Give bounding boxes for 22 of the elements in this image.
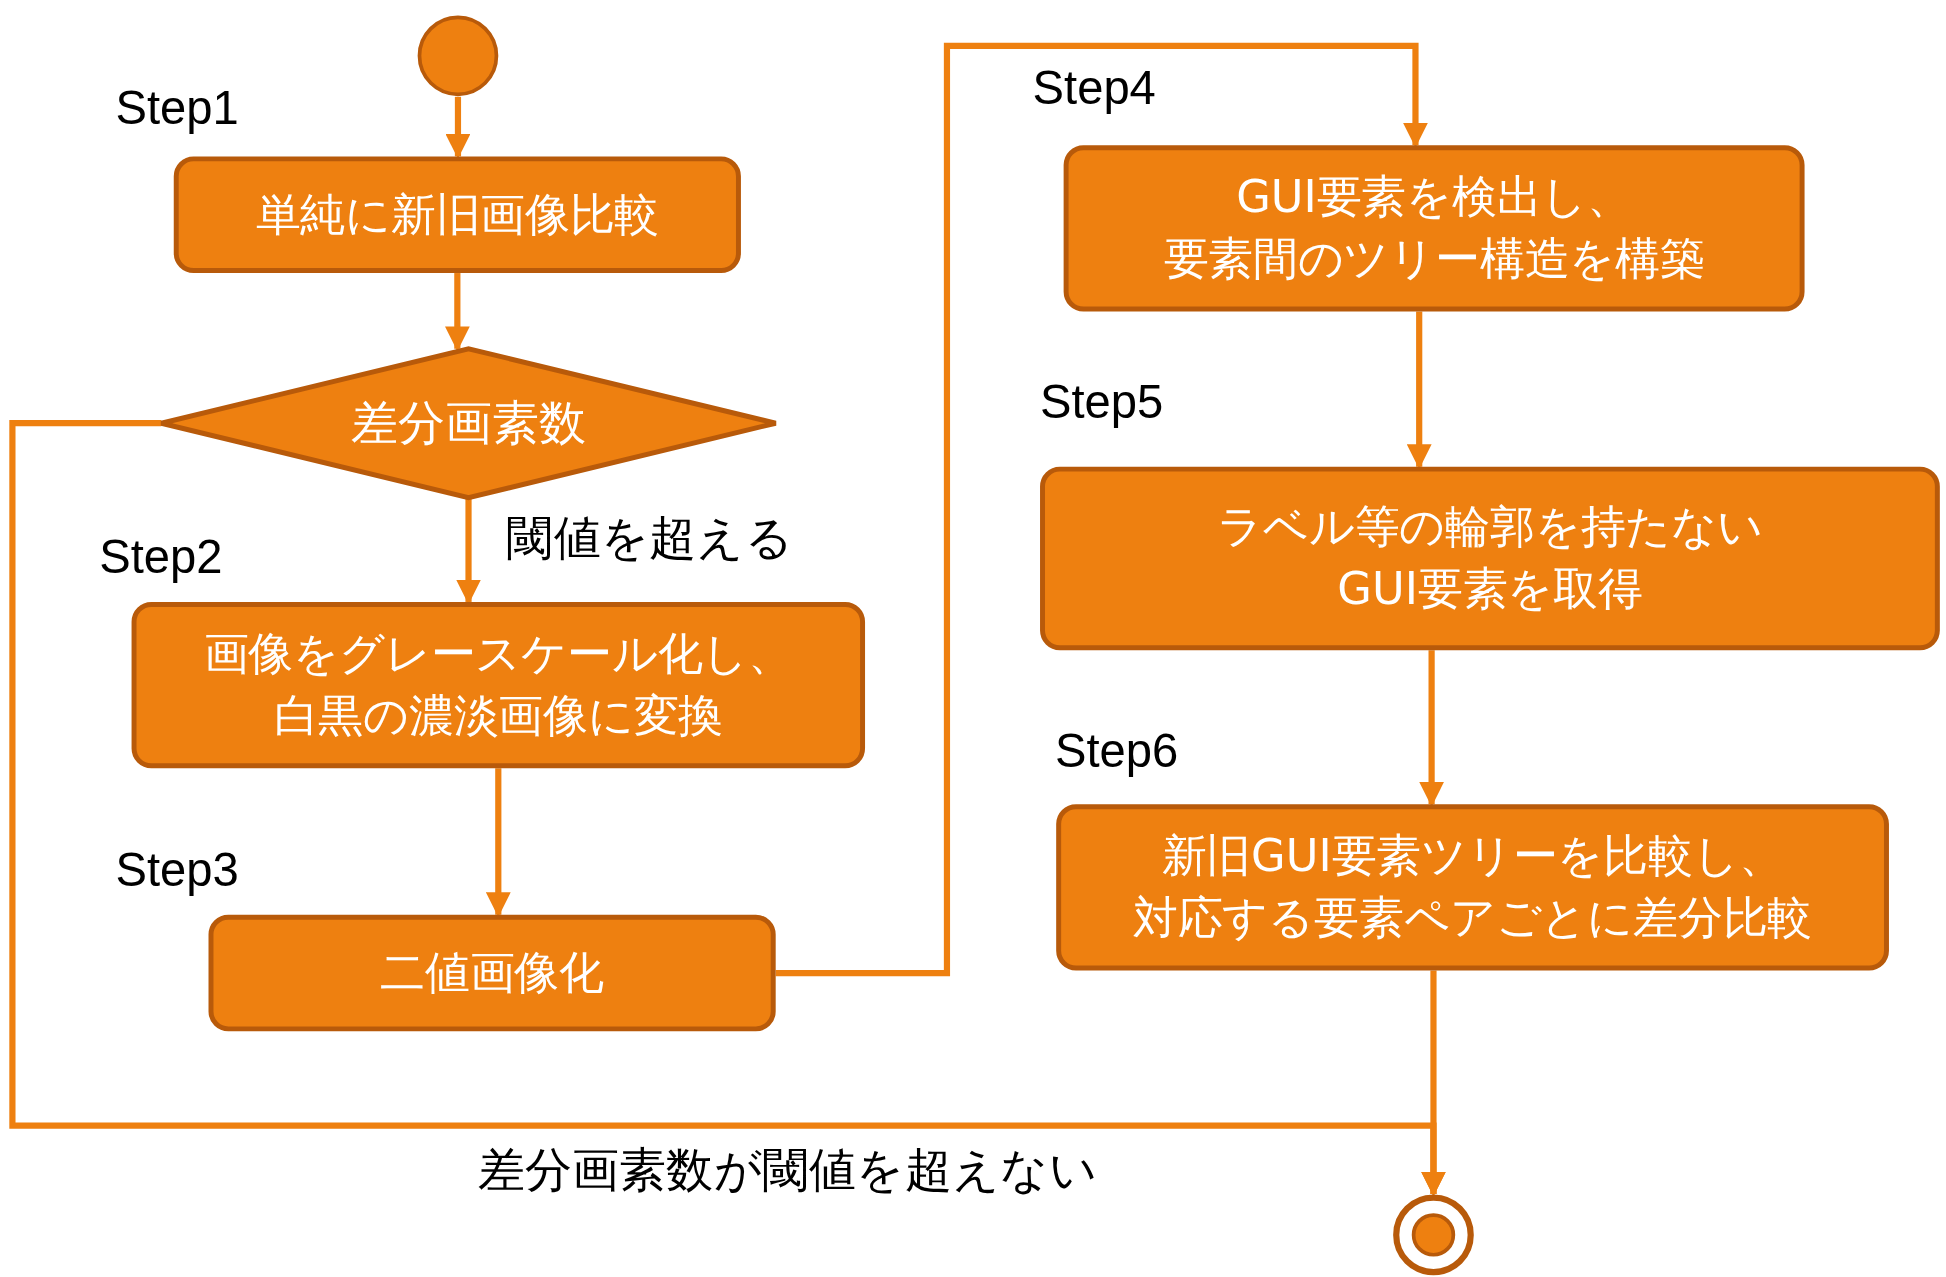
process-box: GUI要素を検出し、要素間のツリー構造を構築 [1063,145,1805,312]
step-label: Step5 [1040,376,1164,430]
process-box: 単純に新旧画像比較 [173,156,741,274]
process-box: 画像をグレースケール化し、白黒の濃淡画像に変換 [131,601,866,769]
end-circle [1392,1193,1475,1276]
edge-label: 差分画素数が閾値を超えない [477,1142,1098,1200]
arrow [444,273,470,352]
step-label: Step1 [115,81,239,136]
process-box: ラベル等の輪郭を持たないGUI要素を取得 [1040,466,1940,651]
step-label: Step6 [1054,724,1179,779]
step-label: Step4 [1032,62,1156,116]
process-box: 二値画像化 [208,914,776,1032]
arrow [1419,650,1444,807]
start-circle [417,14,499,97]
step-label: Step3 [115,843,239,898]
process-box: 新旧GUI要素ツリーを比較し、対応する要素ペアごとに差分比較 [1056,804,1889,971]
arrow [775,42,1428,977]
edge-label: 閾値を超える [506,509,794,567]
step-label: Step2 [99,531,223,585]
arrow [445,96,471,159]
diamond-text: 差分画素数 [350,394,587,452]
arrow [9,420,1446,1197]
